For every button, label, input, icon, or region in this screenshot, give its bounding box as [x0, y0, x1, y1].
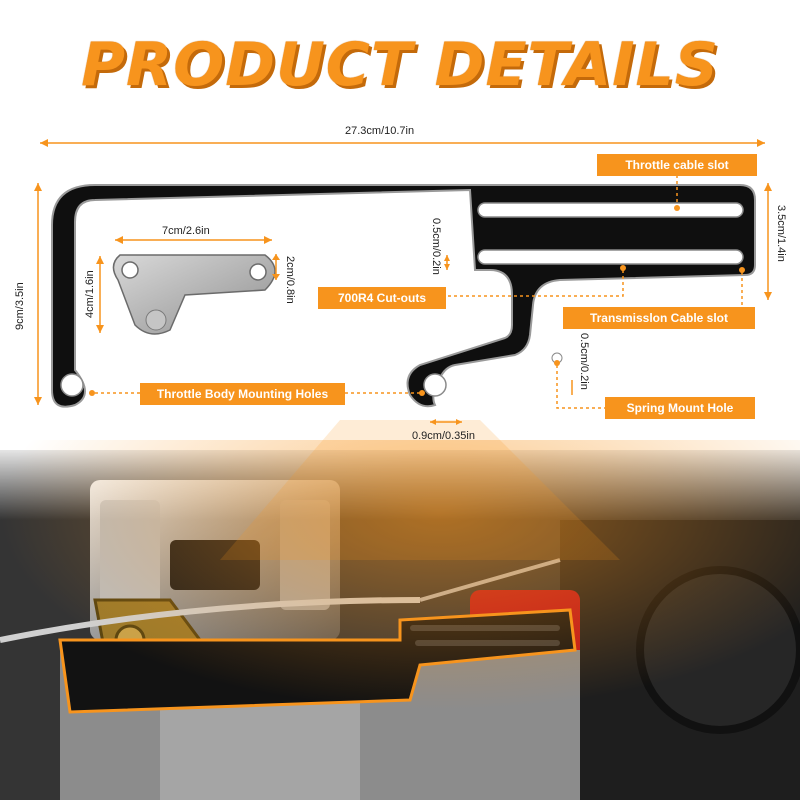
throttle-bracket [51, 184, 756, 408]
mounting-hole-right [423, 373, 447, 397]
overall-height-label: 9cm/3.5in [14, 282, 26, 330]
height-dimension-line [34, 183, 42, 405]
plate-height-label: 4cm/1.6in [84, 270, 96, 318]
spring-hole-label: 0.5cm/0.2in [578, 333, 590, 390]
callout-spring-mount-hole: Spring Mount Hole [605, 397, 755, 419]
slot-gap-label: 0.5cm/0.2in [430, 218, 442, 275]
right-height-label: 3.5cm/1.4in [775, 205, 787, 262]
hole-spacing-label: 2cm/0.8in [284, 256, 296, 304]
plate-width-label: 7cm/2.6in [162, 225, 210, 237]
right-height-dimension-line [764, 183, 772, 300]
callout-throttle-body-mounting-holes: Throttle Body Mounting Holes [140, 383, 345, 405]
callout-throttle-cable-slot: Throttle cable slot [597, 154, 757, 176]
mounting-hole-left [60, 373, 84, 397]
callout-transmission-cable-slot: Transmisslon Cable slot [563, 307, 755, 329]
length-dimension-line [40, 139, 765, 147]
hole-diameter-label: 0.9cm/0.35in [412, 430, 475, 442]
throttle-cable-slot [477, 202, 744, 218]
callout-700r4-cutouts: 700R4 Cut-outs [318, 287, 446, 309]
page-title: PRODUCT DETAILS [81, 30, 719, 100]
transmission-cable-slot [477, 249, 744, 265]
overall-length-label: 27.3cm/10.7in [345, 125, 415, 137]
